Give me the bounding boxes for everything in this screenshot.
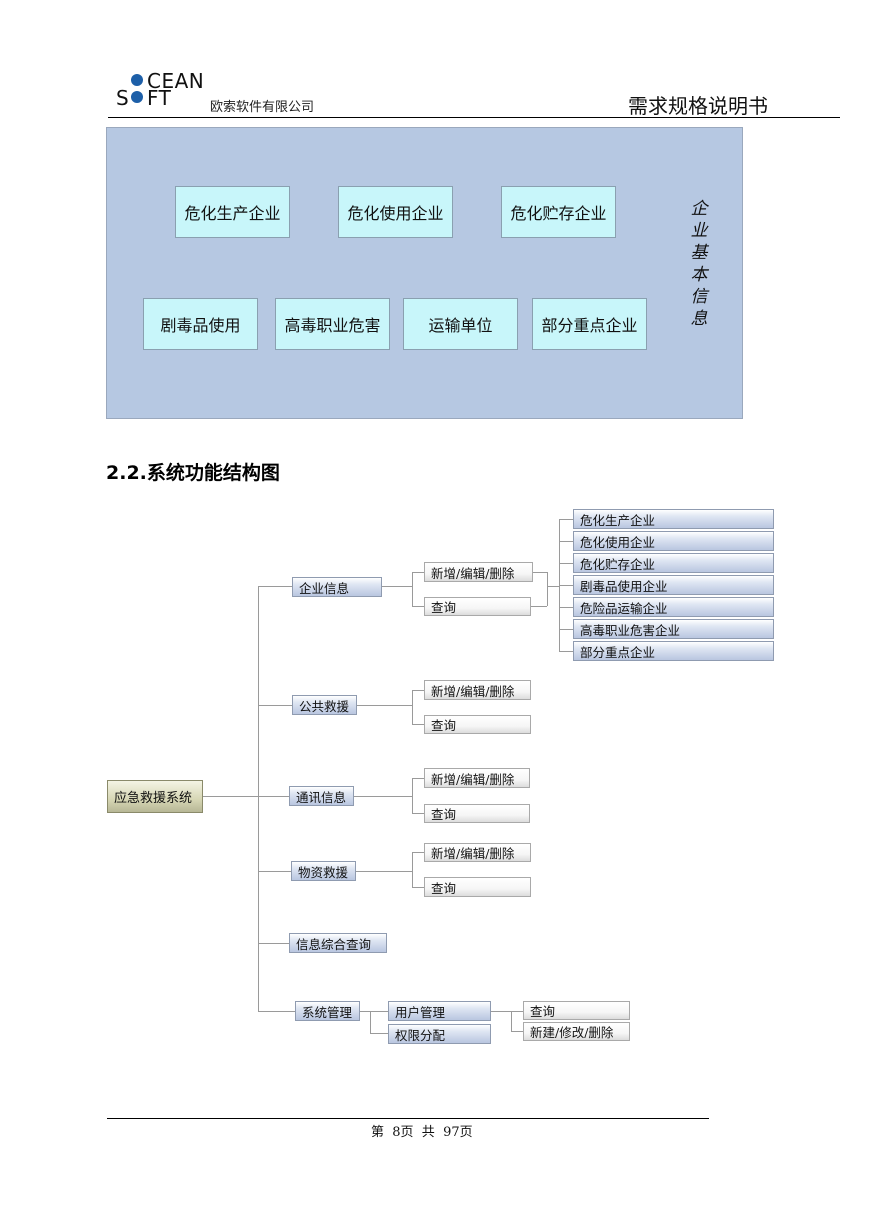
connector [258,705,292,706]
box-occupational-hazard: 高毒职业危害 [275,298,390,350]
connector [357,705,412,706]
side-label-enterprise-basic-info: 企 业 基 本 信 息 [690,199,708,329]
connector [491,1011,511,1012]
node-type-toxic-usage: 剧毒品使用企业 [573,575,774,595]
connector [412,690,413,724]
connector [531,606,547,607]
connector [370,1011,388,1012]
box-key-enterprise: 部分重点企业 [532,298,647,350]
box-toxic-usage: 剧毒品使用 [143,298,258,350]
node-rescue-add-edit-delete: 新增/编辑/删除 [424,680,531,700]
node-info-comprehensive-query: 信息综合查询 [289,933,387,953]
document-title: 需求规格说明书 [628,94,768,118]
node-comm-query: 查询 [424,804,530,823]
node-enterprise-query: 查询 [424,597,531,616]
connector [412,724,424,725]
connector [412,572,413,606]
connector [258,796,289,797]
connector [559,651,573,652]
node-type-hazchem-usage: 危化使用企业 [573,531,774,551]
node-user-create-edit-delete: 新建/修改/删除 [523,1022,630,1041]
connector [511,1011,512,1031]
connector [559,607,573,608]
node-enterprise-info: 企业信息 [292,577,382,597]
connector [559,563,573,564]
connector [559,629,573,630]
company-name: 欧索软件有限公司 [210,100,315,115]
node-material-rescue: 物资救援 [291,861,356,881]
logo-text-top: CEAN [147,69,205,93]
connector [360,1011,370,1012]
connector [258,586,292,587]
connector [412,690,424,691]
node-permission-assignment: 权限分配 [388,1024,491,1044]
page-number: 第 8页 共 97页 [371,1125,473,1140]
connector [412,778,413,813]
connector [356,871,412,872]
node-enterprise-add-edit-delete: 新增/编辑/删除 [424,562,533,582]
connector [370,1011,371,1033]
connector [258,1011,295,1012]
connector [258,871,292,872]
node-material-add-edit-delete: 新增/编辑/删除 [424,843,531,862]
connector [258,586,259,1011]
connector [412,852,413,887]
connector [258,943,289,944]
node-material-query: 查询 [424,877,531,897]
basic-info-panel: 危化生产企业 危化使用企业 危化贮存企业 剧毒品使用 高毒职业危害 运输单位 部… [106,127,743,419]
connector [559,541,573,542]
logo-dot-top [131,74,143,86]
connector [354,796,412,797]
connector [559,585,573,586]
connector [511,1031,523,1032]
node-rescue-query: 查询 [424,715,531,734]
node-type-dangerous-transport: 危险品运输企业 [573,597,774,617]
logo-text-s: S [116,86,130,110]
company-logo: CEAN S FT [114,70,214,110]
connector [547,572,548,606]
connector [412,572,424,573]
connector [511,1011,523,1012]
box-hazchem-storage: 危化贮存企业 [501,186,616,238]
connector [412,852,424,853]
node-type-hazchem-storage: 危化贮存企业 [573,553,774,573]
connector [203,796,258,797]
header-rule [108,117,840,118]
connector [412,887,424,888]
node-user-management: 用户管理 [388,1001,491,1021]
connector [370,1033,388,1034]
node-user-query: 查询 [523,1001,630,1020]
connector [412,778,424,779]
node-type-key-enterprise: 部分重点企业 [573,641,774,661]
node-system-management: 系统管理 [295,1001,360,1021]
footer-rule [107,1118,709,1119]
box-hazchem-production: 危化生产企业 [175,186,290,238]
node-comm-info: 通讯信息 [289,786,354,806]
section-heading: 2.2.系统功能结构图 [106,462,280,484]
node-comm-add-edit-delete: 新增/编辑/删除 [424,768,530,788]
connector [559,519,573,520]
box-transport-unit: 运输单位 [403,298,518,350]
box-hazchem-usage: 危化使用企业 [338,186,453,238]
node-public-rescue: 公共救援 [292,695,357,715]
node-type-hazchem-production: 危化生产企业 [573,509,774,529]
node-emergency-rescue-system: 应急救援系统 [107,780,203,813]
connector [412,606,424,607]
logo-text-bottom: FT [147,86,172,110]
node-type-occupational-hazard: 高毒职业危害企业 [573,619,774,639]
connector [547,586,559,587]
logo-dot-bottom [131,91,143,103]
connector [533,572,547,573]
connector [382,586,412,587]
connector [412,813,424,814]
